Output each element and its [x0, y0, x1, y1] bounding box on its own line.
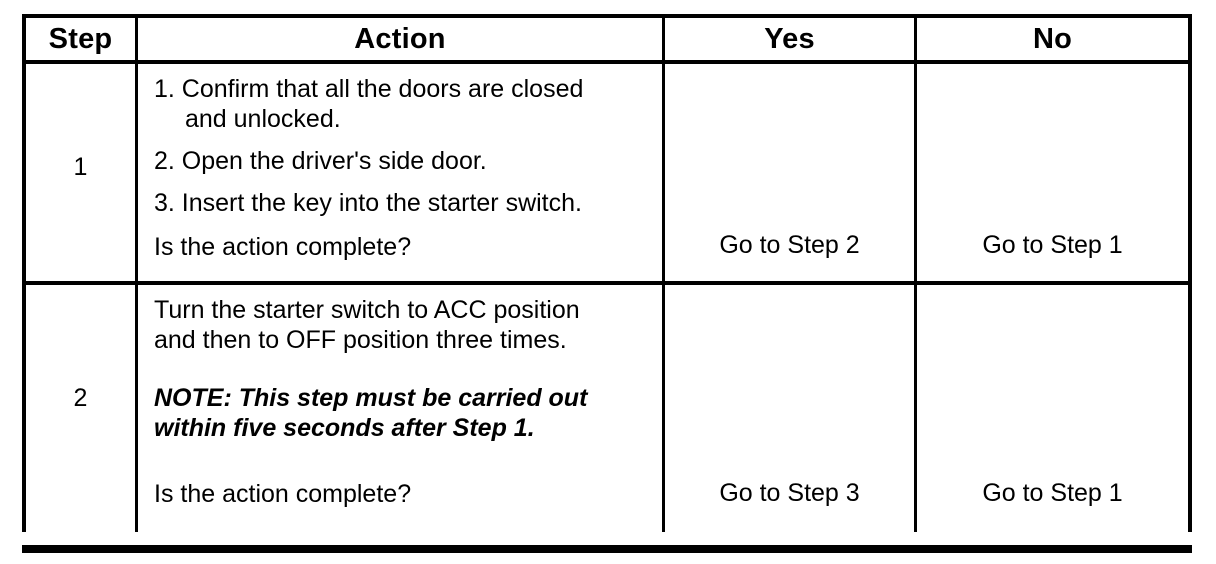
row1-action-cell: 1. Confirm that all the doors are closed… [138, 64, 665, 285]
row1-action-item-1: 1. Confirm that all the doors are closed… [154, 75, 584, 133]
row1-no-cell: Go to Step 1 [917, 64, 1188, 285]
row1-no-text: Go to Step 1 [982, 231, 1123, 259]
row2-action-cell: Turn the starter switch to ACC position … [138, 285, 665, 532]
row2-step-cell: 2 [26, 285, 138, 532]
row2-no-text: Go to Step 1 [982, 479, 1123, 507]
header-label-action: Action [354, 22, 446, 55]
row2-action-text: Turn the starter switch to ACC position … [154, 296, 580, 354]
header-label-yes: Yes [764, 22, 815, 55]
bottom-cutoff-rule [22, 545, 1192, 553]
row2-step-number: 2 [73, 384, 88, 412]
header-cell-no: No [917, 18, 1188, 64]
row1-action-item-2: 2. Open the driver's side door. [154, 147, 487, 175]
row2-yes-cell: Go to Step 3 [665, 285, 917, 532]
header-label-step: Step [48, 22, 113, 55]
row2-action-question: Is the action complete? [154, 480, 412, 508]
row1-yes-cell: Go to Step 2 [665, 64, 917, 285]
row1-action-content: 1. Confirm that all the doors are closed… [154, 74, 616, 262]
row1-step-cell: 1 [26, 64, 138, 285]
header-cell-yes: Yes [665, 18, 917, 64]
row2-action-content: Turn the starter switch to ACC position … [154, 295, 616, 509]
row1-yes-text: Go to Step 2 [719, 231, 860, 259]
row1-step-number: 1 [73, 153, 88, 181]
row1-action-question: Is the action complete? [154, 233, 412, 261]
header-cell-step: Step [26, 18, 138, 64]
row2-action-note: NOTE: This step must be carried out with… [154, 384, 588, 442]
procedure-table: Step Action Yes No 1 1. Confirm that all… [22, 14, 1192, 532]
row1-action-item-3: 3. Insert the key into the starter switc… [154, 189, 582, 217]
header-label-no: No [1032, 22, 1073, 55]
row2-no-cell: Go to Step 1 [917, 285, 1188, 532]
row2-yes-text: Go to Step 3 [719, 479, 860, 507]
header-cell-action: Action [138, 18, 665, 64]
